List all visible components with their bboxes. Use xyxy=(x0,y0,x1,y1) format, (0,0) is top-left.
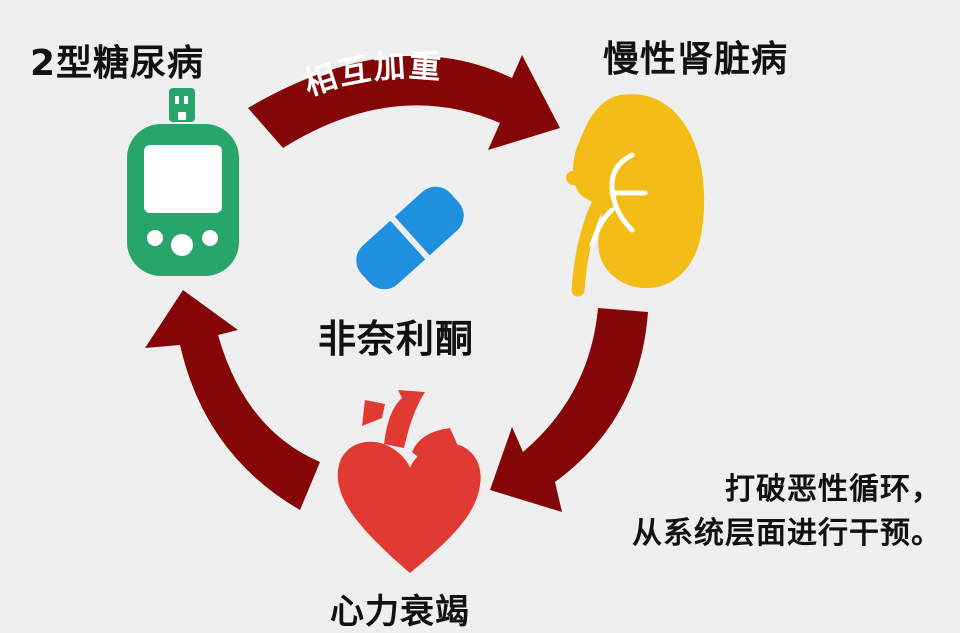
node-label-ckd: 慢性肾脏病 xyxy=(603,39,789,80)
arrow-heart-to-diabetes xyxy=(145,290,320,510)
center-label-finerenone: 非奈利酮 xyxy=(318,317,475,361)
key-message: 打破恶性循环， 从系统层面进行干预。 xyxy=(632,468,942,556)
key-message-line1: 打破恶性循环， xyxy=(725,472,942,507)
glucose-meter-icon xyxy=(127,88,239,276)
pill-icon xyxy=(356,186,464,290)
arrow-ckd-to-heart xyxy=(490,308,648,512)
heart-icon xyxy=(337,390,481,573)
key-message-line2: 从系统层面进行干预。 xyxy=(632,516,942,551)
arrow-diabetes-to-ckd: 相互加重 xyxy=(248,46,560,150)
kidney-icon xyxy=(566,94,705,297)
node-label-heart-failure: 心力衰竭 xyxy=(330,592,470,632)
node-label-type2-diabetes: 2型糖尿病 xyxy=(30,43,205,84)
